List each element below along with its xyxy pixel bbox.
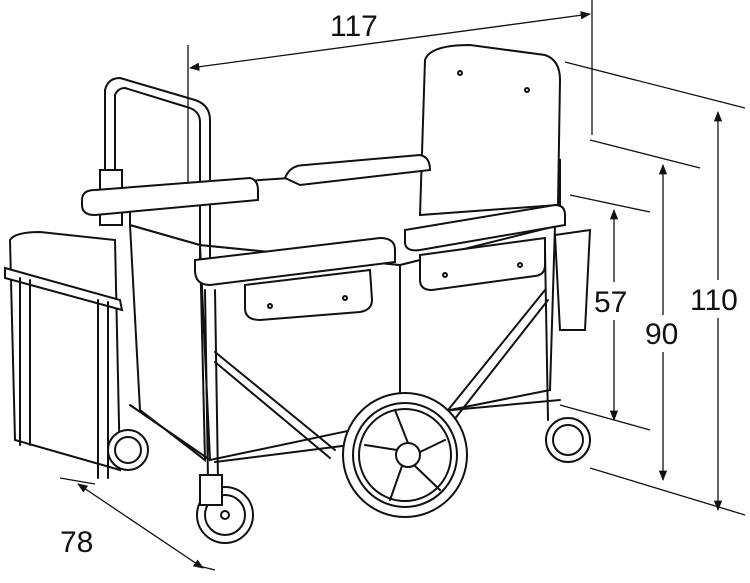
label-seat-height: 57 [594,286,627,319]
dimension-total-height: 110 [690,110,738,512]
label-length: 117 [330,10,378,43]
dimension-seat-height: 57 [594,208,627,422]
dimension-width: 78 [60,483,204,569]
dimension-handle-height: 90 [645,163,678,482]
label-total-height: 110 [690,284,738,317]
wagon-illustration [4,43,592,544]
label-handle-height: 90 [645,318,678,351]
rear-caster-wheel [545,417,591,463]
front-caster-wheel [196,474,254,544]
large-rear-wheel [342,392,468,518]
dimension-length: 117 [187,0,593,270]
label-width: 78 [60,526,93,559]
left-caster-wheel [107,429,149,471]
